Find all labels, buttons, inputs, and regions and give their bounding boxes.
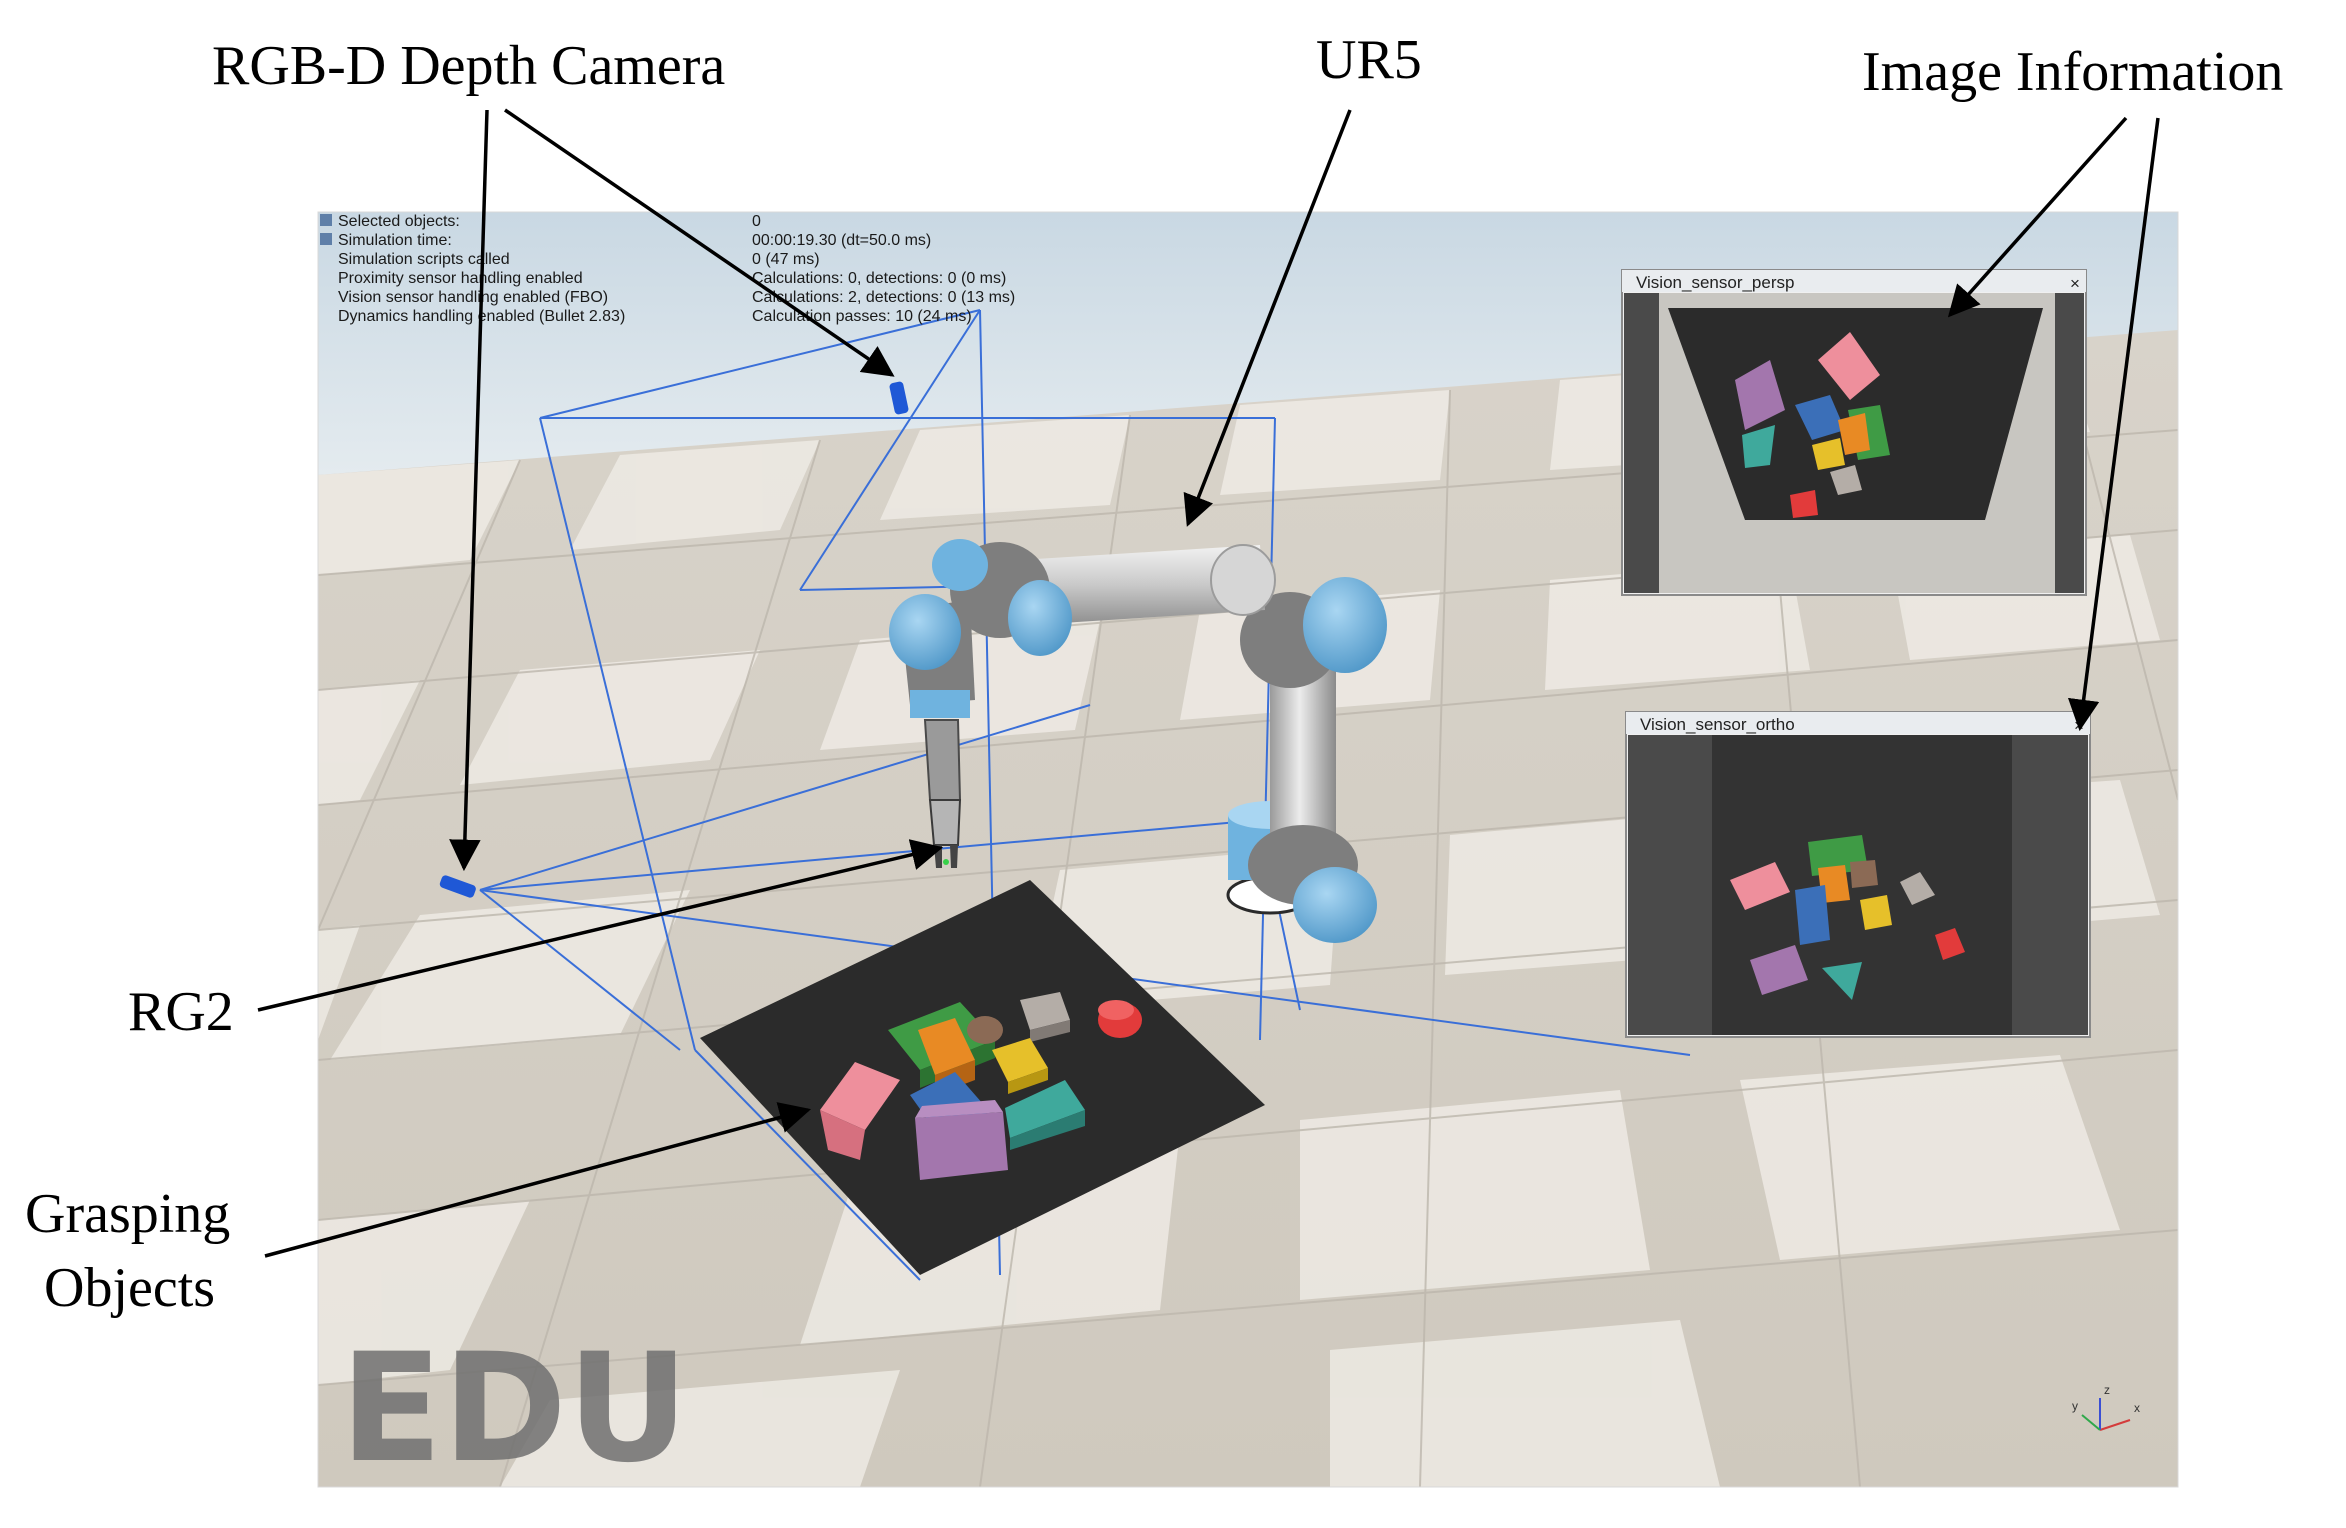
- vision-sensor-ortho-window[interactable]: Vision_sensor_ortho ×: [1625, 711, 2091, 1038]
- vision-sensor-persp-window[interactable]: Vision_sensor_persp ×: [1621, 269, 2087, 596]
- brown-cylinder: [967, 1016, 1003, 1044]
- info-label-3: Proximity sensor handling enabled: [338, 270, 583, 287]
- purple-block: [915, 1112, 1008, 1180]
- viewport-border: [317, 211, 2179, 1488]
- wrist-joint: [889, 594, 961, 670]
- persp-window-title: Vision_sensor_persp: [1636, 273, 1794, 292]
- arrow-grasping-objects: [264, 1102, 812, 1258]
- teal-prism: [1005, 1080, 1085, 1138]
- axis-x-label: x: [2134, 1401, 2140, 1415]
- ortho-window-title: Vision_sensor_ortho: [1640, 715, 1795, 734]
- ur5-robot: [889, 539, 1387, 943]
- persp-close-icon[interactable]: ×: [2070, 274, 2080, 293]
- pink-block: [820, 1062, 900, 1130]
- callout-ur5: UR5: [1316, 29, 1422, 91]
- rgbd-camera-top: [889, 381, 909, 415]
- shoulder-joint: [1008, 580, 1072, 656]
- info-value-4: Calculations: 2, detections: 0 (13 ms): [752, 289, 1015, 306]
- simulation-viewport[interactable]: Selected objects: 0 Simulation time: 00:…: [318, 212, 2178, 1496]
- info-panel: Selected objects: 0 Simulation time: 00:…: [320, 213, 1015, 325]
- callout-arrows: [257, 108, 2160, 1258]
- rgbd-camera-side: [439, 875, 476, 898]
- arrow-image-info-ortho: [2067, 117, 2160, 732]
- axis-y-label: y: [2072, 1399, 2078, 1413]
- axes-gizmo: x z y: [2072, 1383, 2140, 1431]
- upper-link: [1020, 545, 1265, 625]
- yellow-block: [992, 1038, 1048, 1082]
- callout-grasping-objects-line1: Grasping: [25, 1183, 230, 1245]
- callout-rgbd-camera: RGB-D Depth Camera: [212, 35, 725, 97]
- info-label-4: Vision sensor handling enabled (FBO): [338, 289, 608, 306]
- info-label-1: Simulation time:: [338, 232, 452, 249]
- arrow-ur5: [1183, 109, 1352, 527]
- orange-block: [918, 1018, 975, 1075]
- object-tray: [700, 880, 1265, 1275]
- arrow-camera-to-side-sensor: [449, 109, 489, 872]
- arrow-image-info-persp: [1947, 116, 2128, 318]
- info-value-1: 00:00:19.30 (dt=50.0 ms): [752, 232, 931, 249]
- info-value-0: 0: [752, 213, 761, 230]
- elbow-joint: [1303, 577, 1387, 673]
- edu-watermark: EDU: [340, 1322, 689, 1496]
- callout-grasping-objects-line2: Objects: [44, 1257, 215, 1319]
- callout-rg2: RG2: [128, 981, 234, 1043]
- arrow-rg2: [257, 839, 944, 1012]
- gray-block: [1020, 992, 1070, 1030]
- callout-image-information: Image Information: [1862, 41, 2283, 103]
- axis-z-label: z: [2104, 1383, 2110, 1397]
- info-value-3: Calculations: 0, detections: 0 (0 ms): [752, 270, 1006, 287]
- info-label-2: Simulation scripts called: [338, 251, 510, 268]
- grasping-objects: [820, 992, 1142, 1180]
- info-label-0: Selected objects:: [338, 213, 460, 230]
- arrow-camera-to-top-sensor: [504, 108, 895, 377]
- info-value-2: 0 (47 ms): [752, 251, 820, 268]
- info-value-5: Calculation passes: 10 (24 ms): [752, 308, 972, 325]
